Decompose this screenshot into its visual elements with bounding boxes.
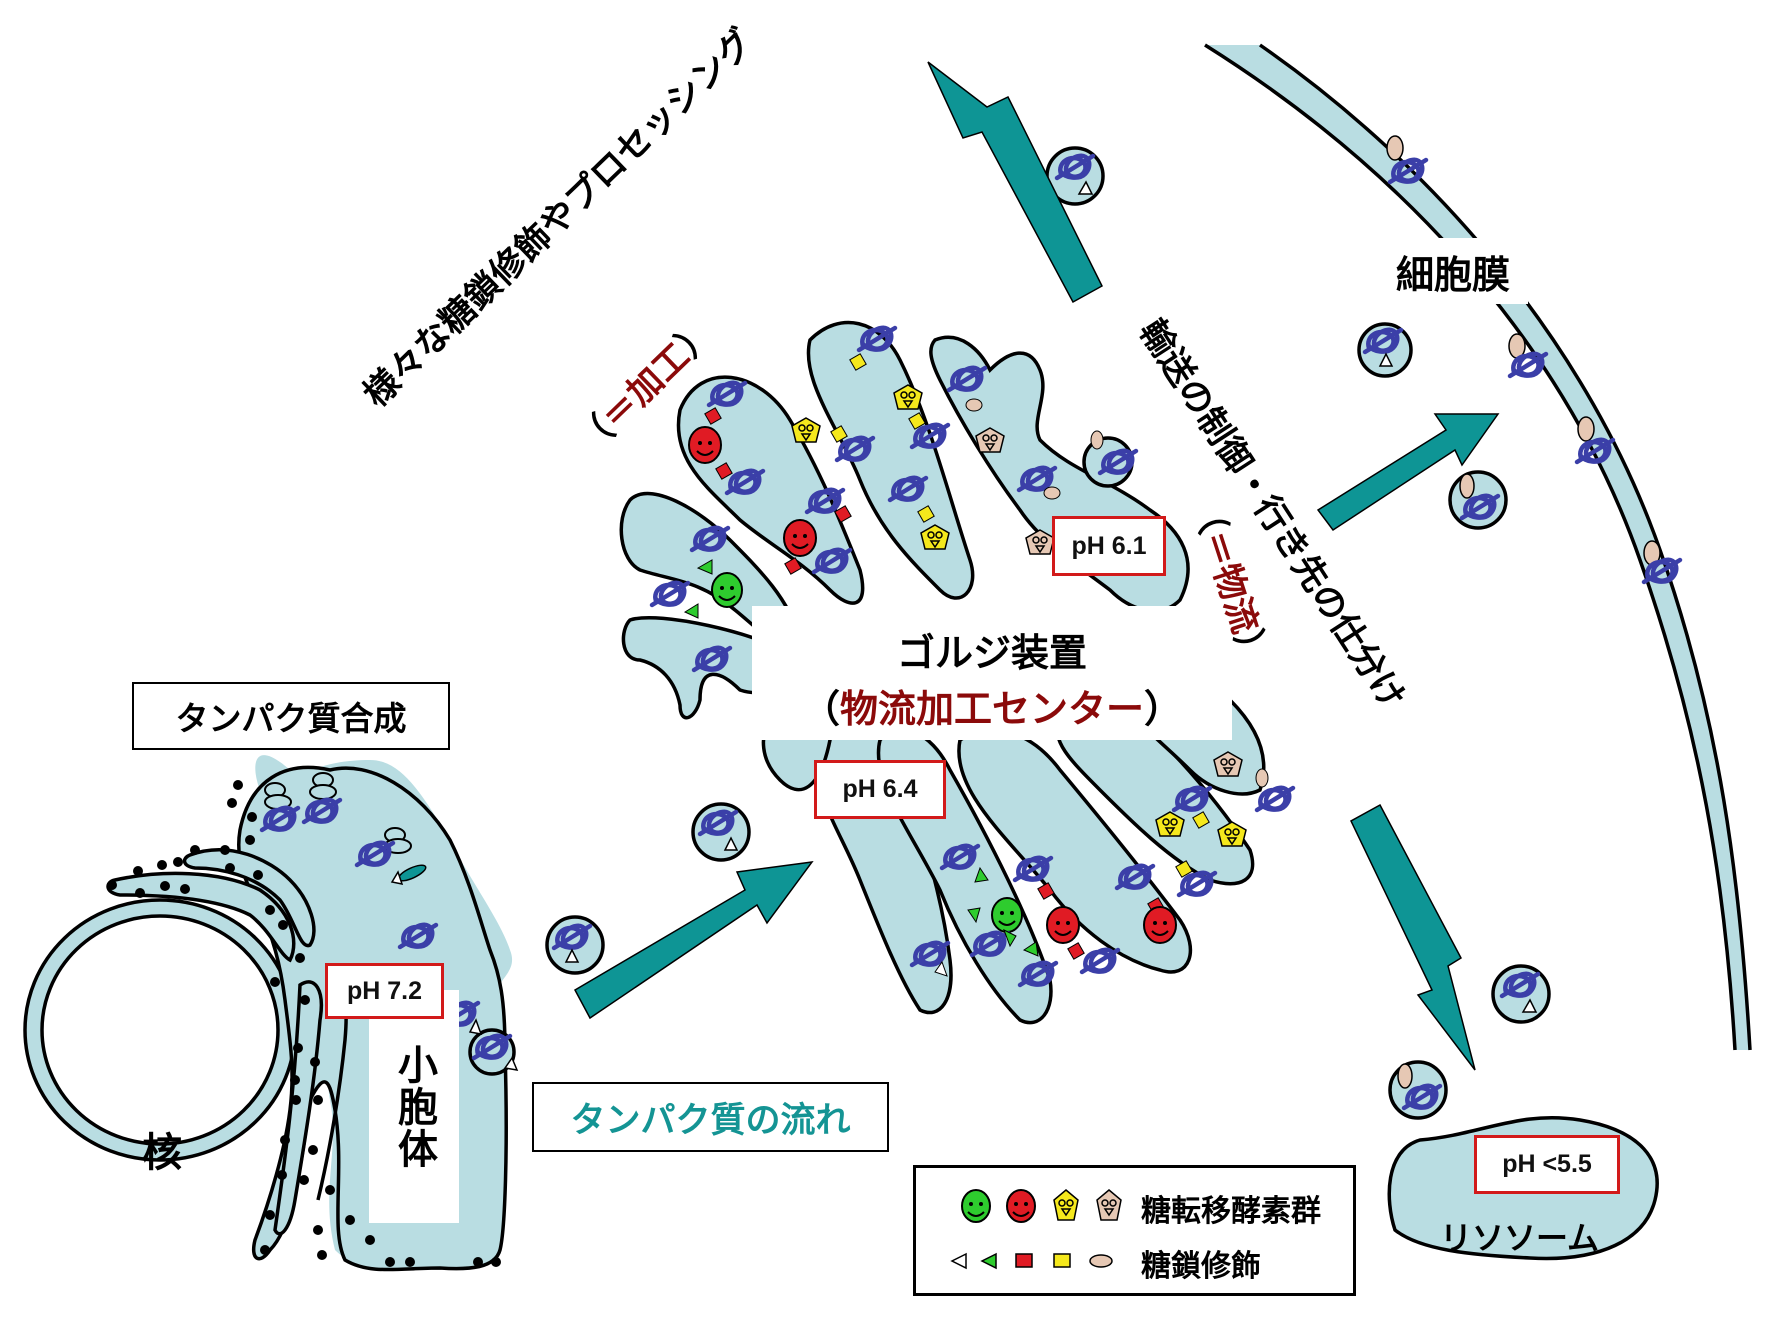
membrane-protein [1386, 135, 1426, 182]
golgi-title: ゴルジ装置 [896, 631, 1087, 675]
beige-pentagon-enzyme-icon [1096, 1189, 1122, 1221]
golgi-subtitle-close: ） [1144, 687, 1183, 731]
legend: 糖転移酵素群 糖鎖修飾 [913, 1165, 1356, 1296]
arrow-to-membrane [1316, 413, 1500, 532]
legend-enzymes-label: 糖転移酵素群 [1141, 1194, 1321, 1229]
er-label: 小胞体 [391, 1043, 437, 1170]
transport-vesicles [545, 146, 1551, 1120]
protein-flow-text: タンパク質の流れ [570, 1100, 851, 1141]
flow-arrows [573, 61, 1500, 1071]
arrow-to-lysosome [1350, 803, 1476, 1071]
red-enzyme [1046, 906, 1080, 944]
membrane-protein [1577, 416, 1613, 462]
beige-oval-icon [1089, 1254, 1113, 1268]
legend-modifications-label: 糖鎖修飾 [1141, 1249, 1261, 1284]
golgi-contents [652, 328, 1293, 985]
yellow-enzyme [1155, 811, 1185, 837]
yellow-pentagon-enzyme-icon [1053, 1189, 1079, 1221]
ph-cis-golgi: pH 6.4 [814, 760, 946, 819]
lysosome-label: リソソーム [1440, 1219, 1600, 1257]
ph-trans-golgi: pH 6.1 [1052, 516, 1166, 576]
yellow-enzyme [893, 384, 923, 410]
ph-er: pH 7.2 [325, 963, 444, 1019]
membrane-protein [1644, 540, 1680, 582]
nucleus-label: 核 [142, 1130, 182, 1176]
red-enzyme [1143, 906, 1177, 944]
yellow-square-icon [1053, 1253, 1071, 1268]
plasma-membrane-label: 細胞膜 [1395, 252, 1510, 297]
yellow-enzyme [920, 524, 950, 550]
beige-enzyme [1025, 529, 1055, 555]
golgi-subtitle-open: （ [801, 687, 840, 731]
protein-synthesis-label: タンパク質合成 [132, 682, 450, 750]
red-enzyme [688, 426, 722, 464]
beige-enzyme [1213, 751, 1243, 777]
golgi-subtitle: （物流加工センター） [752, 678, 1232, 733]
red-smiley-enzyme-icon [1006, 1189, 1036, 1223]
arrow-golgi-to-exterior [927, 61, 1103, 304]
plasma-membrane-label-box: 細胞膜 [1378, 238, 1528, 304]
beige-enzyme [975, 427, 1005, 453]
green-enzyme [991, 897, 1023, 933]
ph-lysosome: pH <5.5 [1474, 1135, 1620, 1194]
yellow-enzyme [791, 417, 821, 443]
green-enzyme [711, 572, 743, 608]
er-label-box: 小胞体 [369, 990, 459, 1223]
golgi-subtitle-text: 物流加工センター [839, 687, 1144, 731]
membrane-protein [1509, 333, 1546, 376]
nucleus [23, 898, 297, 1162]
golgi-title-box: ゴルジ装置 （物流加工センター） [752, 606, 1232, 740]
red-enzyme [783, 519, 817, 557]
red-square-icon [1015, 1253, 1033, 1268]
white-triangle-icon [950, 1252, 967, 1270]
arrow-er-to-golgi [573, 861, 814, 1020]
protein-flow-label: タンパク質の流れ [532, 1082, 889, 1152]
green-triangle-icon [980, 1252, 997, 1270]
yellow-enzyme [1217, 821, 1247, 847]
legend-icons [950, 1189, 1122, 1270]
protein-synthesis-text: タンパク質合成 [175, 699, 407, 738]
green-smiley-enzyme-icon [961, 1189, 991, 1223]
